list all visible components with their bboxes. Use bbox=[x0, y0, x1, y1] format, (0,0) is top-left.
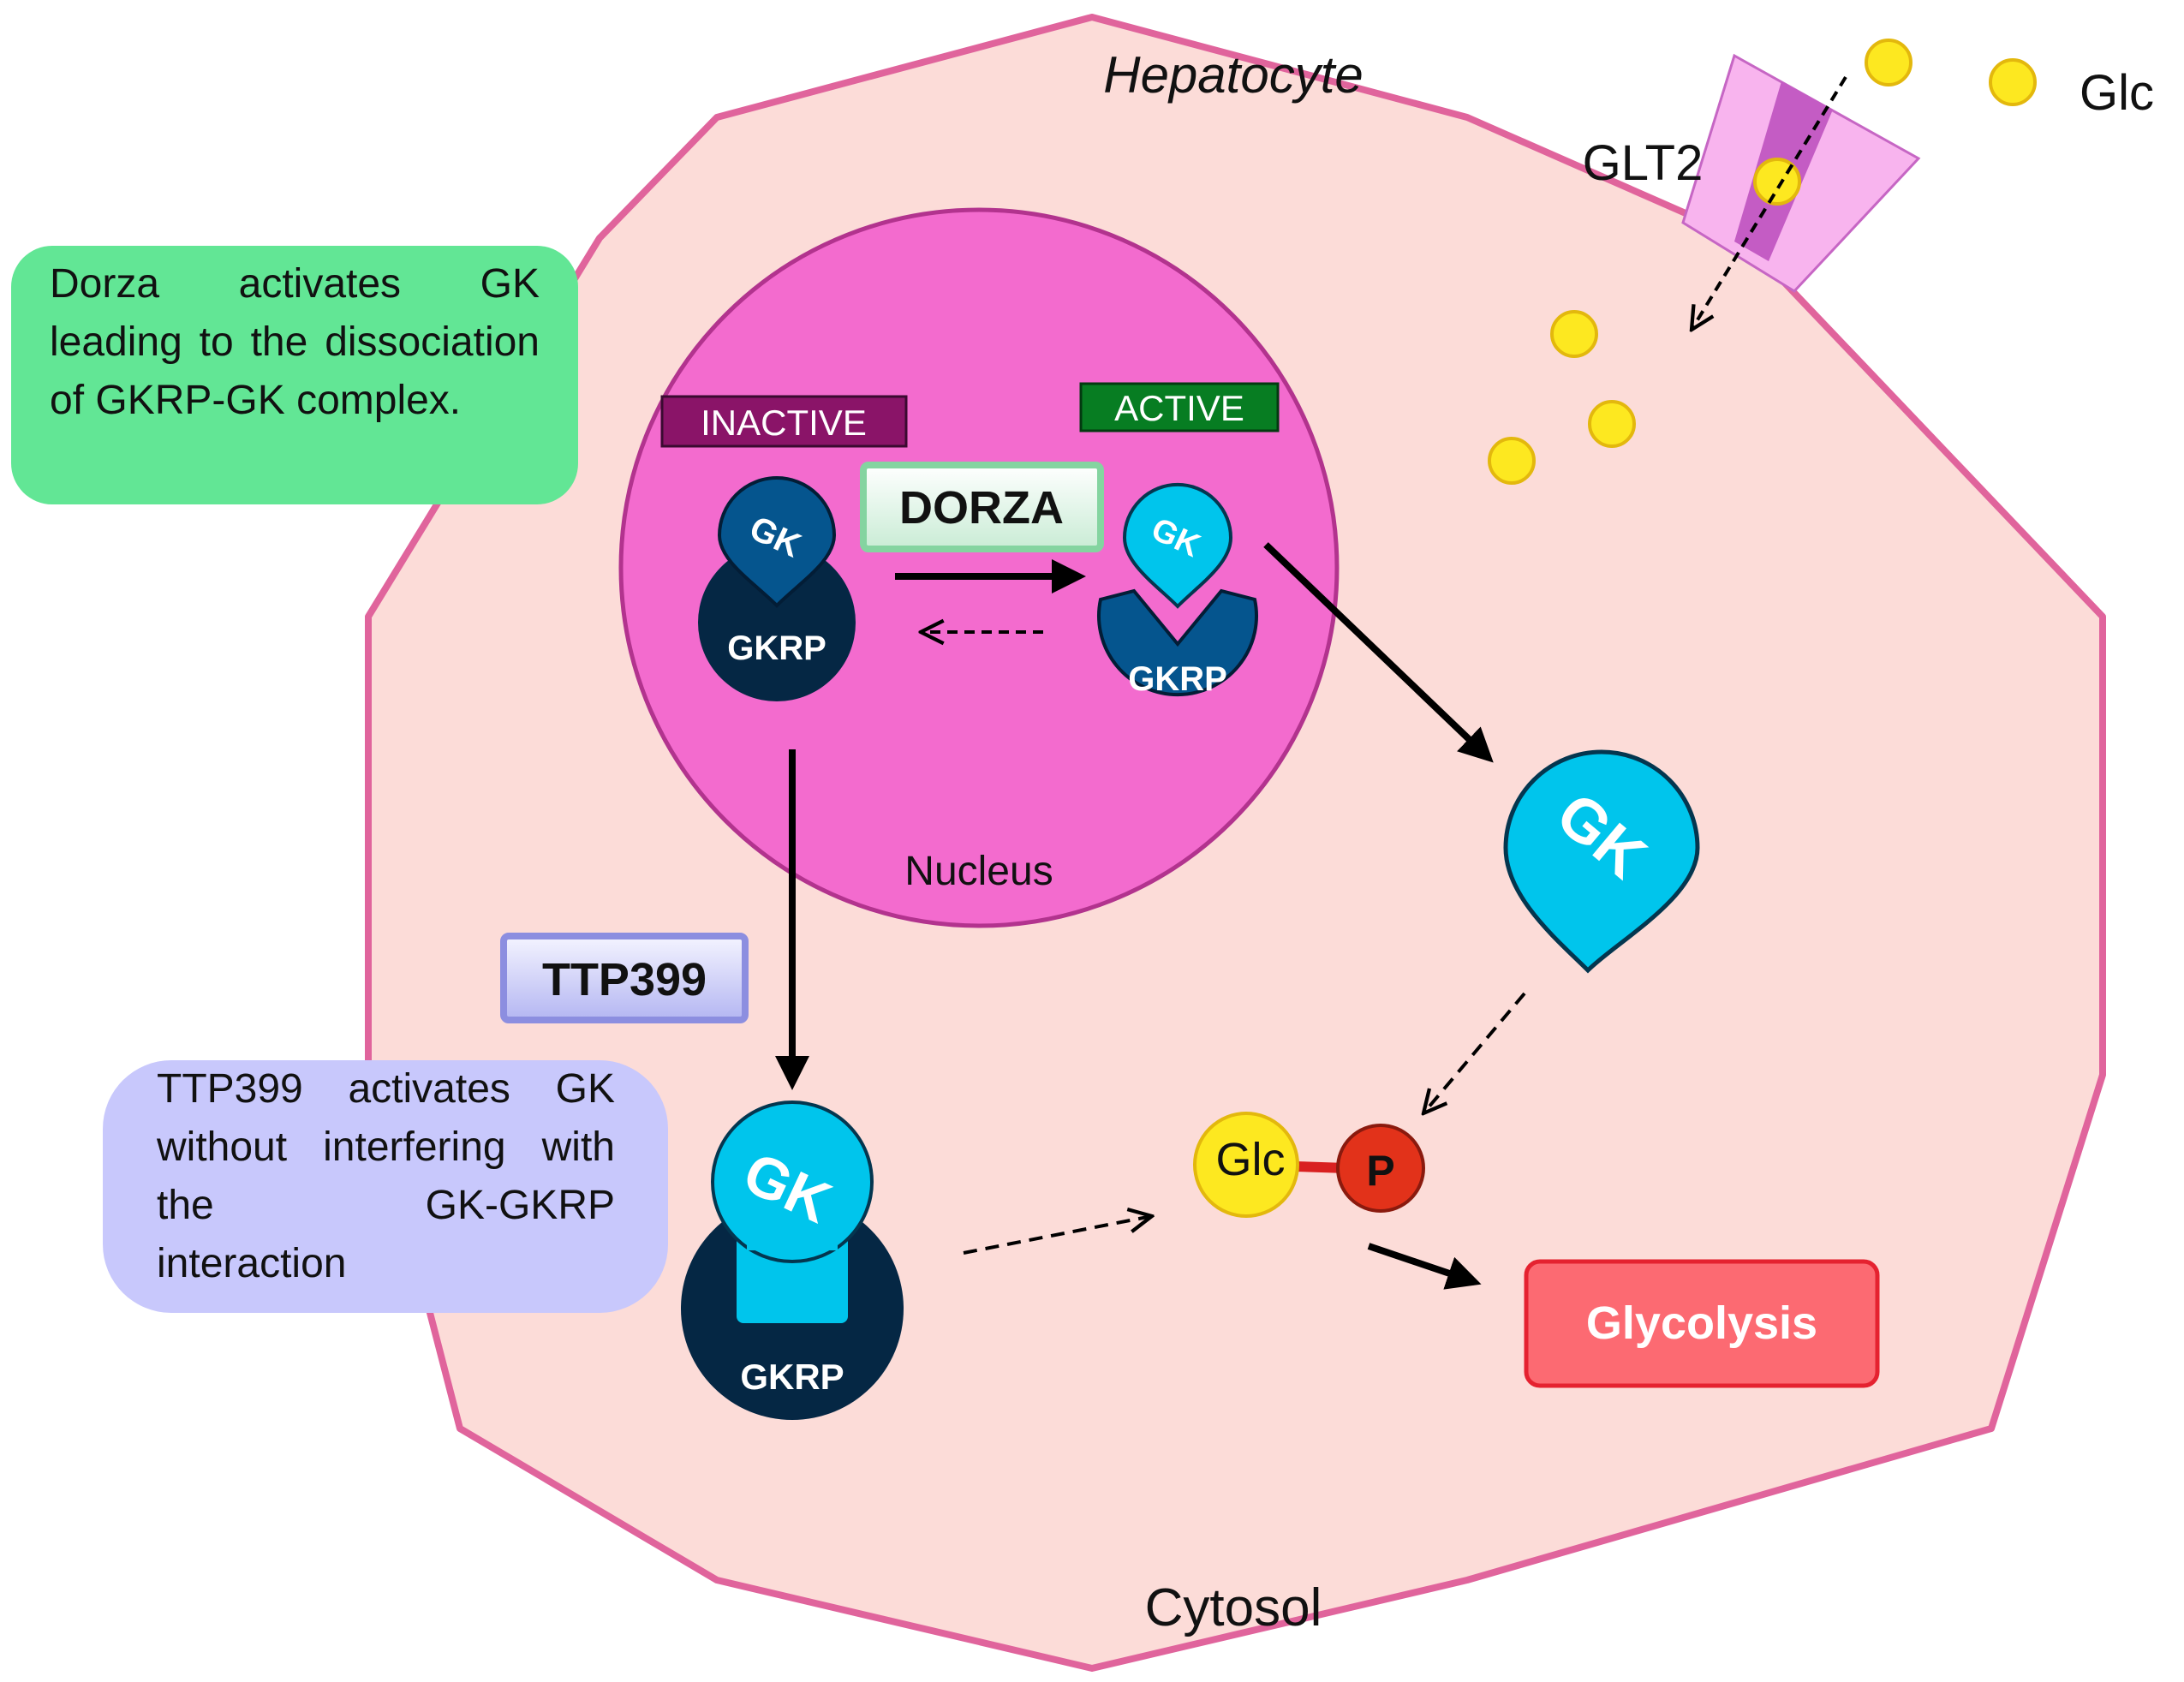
gk-teardrop-active bbox=[1122, 483, 1233, 609]
glycolysis-arrow bbox=[1367, 1243, 1482, 1290]
glucose-molecules bbox=[1488, 39, 2037, 485]
cytosol-label: Cytosol bbox=[1145, 1578, 1322, 1637]
active-label-box bbox=[1079, 382, 1280, 432]
free-gk-cytosol: GK bbox=[1503, 749, 1700, 974]
glc-label: Glc bbox=[1216, 1134, 1286, 1185]
gk-teardrop-free bbox=[1503, 749, 1700, 974]
glucose-dot bbox=[1865, 39, 1912, 86]
glucose-dot bbox=[1989, 58, 2037, 106]
cell-title: Hepatocyte bbox=[1103, 46, 1364, 104]
dorza-label-box bbox=[860, 462, 1104, 552]
gkrp-label-active: GKRP bbox=[1128, 660, 1227, 698]
glucose-dot bbox=[1550, 310, 1598, 358]
glycolysis-label: Glycolysis bbox=[1586, 1297, 1817, 1349]
phosphate-circle bbox=[1336, 1124, 1425, 1213]
ttp399-gk-gkrp-complex: GK GKRP bbox=[681, 1100, 904, 1420]
nucleus-label: Nucleus bbox=[904, 849, 1053, 894]
ttp399-phosphorylation-arrow bbox=[963, 1216, 1152, 1255]
glucose-dot bbox=[1588, 400, 1636, 448]
inactive-label: INACTIVE bbox=[701, 403, 867, 443]
dorza-note: Dorza activates GK leading to the dissoc… bbox=[50, 261, 540, 423]
inactive-label-box bbox=[660, 395, 908, 448]
glucose-circle bbox=[1193, 1112, 1299, 1218]
gk-neck-bound bbox=[747, 1225, 838, 1250]
glucose-label: Glc bbox=[2080, 65, 2154, 121]
active-label: ACTIVE bbox=[1114, 388, 1244, 428]
gk-head-bound bbox=[711, 1100, 874, 1263]
gkrp-cup-active bbox=[1097, 588, 1258, 696]
gk-export-arrow bbox=[1263, 542, 1494, 763]
active-gk-gkrp-dissociation: GK GKRP bbox=[1097, 483, 1258, 698]
inactive-gk-gkrp-complex: GK GKRP bbox=[698, 476, 856, 701]
glt2-label: GLT2 bbox=[1583, 135, 1704, 191]
ttp399-label-box bbox=[500, 933, 749, 1023]
phosphate-label: P bbox=[1366, 1147, 1394, 1195]
ttp399-note-box bbox=[103, 1060, 668, 1313]
dorza-note-box bbox=[11, 246, 578, 504]
gkrp-label-inactive: GKRP bbox=[727, 629, 826, 667]
glucose-dot bbox=[1488, 437, 1536, 485]
ttp399-label: TTP399 bbox=[542, 954, 707, 1005]
glycolysis-box bbox=[1524, 1259, 1880, 1388]
gk-teardrop-inactive bbox=[717, 476, 837, 608]
hepatocyte-cell-membrane bbox=[365, 14, 2106, 1672]
glucose-uptake-arrow bbox=[1692, 75, 1847, 330]
gk-phosphorylation-arrow bbox=[1423, 992, 1526, 1113]
gkrp-circle bbox=[698, 544, 856, 701]
dorza-label: DORZA bbox=[899, 482, 1064, 534]
gkrp-label-bound: GKRP bbox=[740, 1357, 844, 1397]
ttp399-note: TTP399 activates GK without interfering … bbox=[157, 1066, 615, 1286]
glucose-phosphate: Glc P bbox=[1193, 1112, 1425, 1218]
